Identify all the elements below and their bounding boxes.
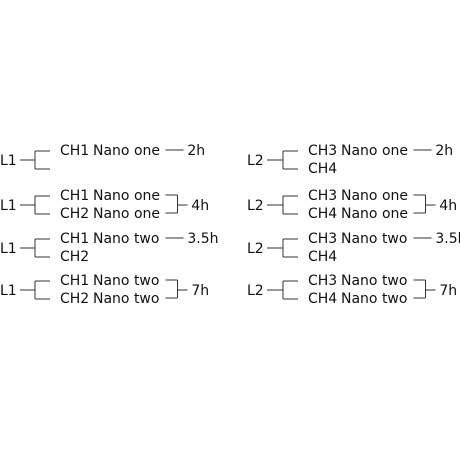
channel-label: CH1	[60, 188, 89, 204]
channel-label: CH3	[308, 188, 337, 204]
material-label: Nano two	[93, 291, 159, 307]
duration-label: 4h	[191, 198, 209, 214]
line-label: L1	[0, 283, 17, 299]
duration-label: 2h	[435, 143, 453, 159]
duration-label: 3.5h	[187, 231, 218, 247]
channel-label: CH1	[60, 231, 89, 247]
channel-label: CH3	[308, 273, 337, 289]
duration-label: 7h	[191, 283, 209, 299]
channel-label: CH3	[308, 143, 337, 159]
duration-label: 7h	[439, 283, 457, 299]
duration-label: 4h	[439, 198, 457, 214]
material-label: Nano one	[341, 206, 408, 222]
material-label: Nano one	[341, 143, 408, 159]
line-label: L2	[247, 198, 264, 214]
material-label: Nano two	[93, 231, 159, 247]
material-label: Nano one	[93, 143, 160, 159]
material-label: Nano one	[93, 188, 160, 204]
line-label: L1	[0, 241, 17, 257]
channel-label: CH1	[60, 273, 89, 289]
line-label: L2	[247, 153, 264, 169]
duration-label: 3.5h	[435, 231, 460, 247]
line-label: L1	[0, 153, 17, 169]
channel-label: CH1	[60, 143, 89, 159]
channel-label: CH4	[308, 249, 337, 265]
material-label: Nano two	[341, 231, 407, 247]
material-label: Nano one	[341, 188, 408, 204]
channel-label: CH2	[60, 249, 89, 265]
duration-label: 2h	[187, 143, 205, 159]
line-label: L2	[247, 241, 264, 257]
material-label: Nano one	[93, 206, 160, 222]
channel-label: CH4	[308, 161, 337, 177]
line-label: L1	[0, 198, 17, 214]
channel-label: CH4	[308, 206, 337, 222]
channel-label: CH4	[308, 291, 337, 307]
channel-label: CH3	[308, 231, 337, 247]
channel-label: CH2	[60, 206, 89, 222]
channel-label: CH2	[60, 291, 89, 307]
material-label: Nano two	[341, 273, 407, 289]
material-label: Nano two	[341, 291, 407, 307]
line-label: L2	[247, 283, 264, 299]
material-label: Nano two	[93, 273, 159, 289]
